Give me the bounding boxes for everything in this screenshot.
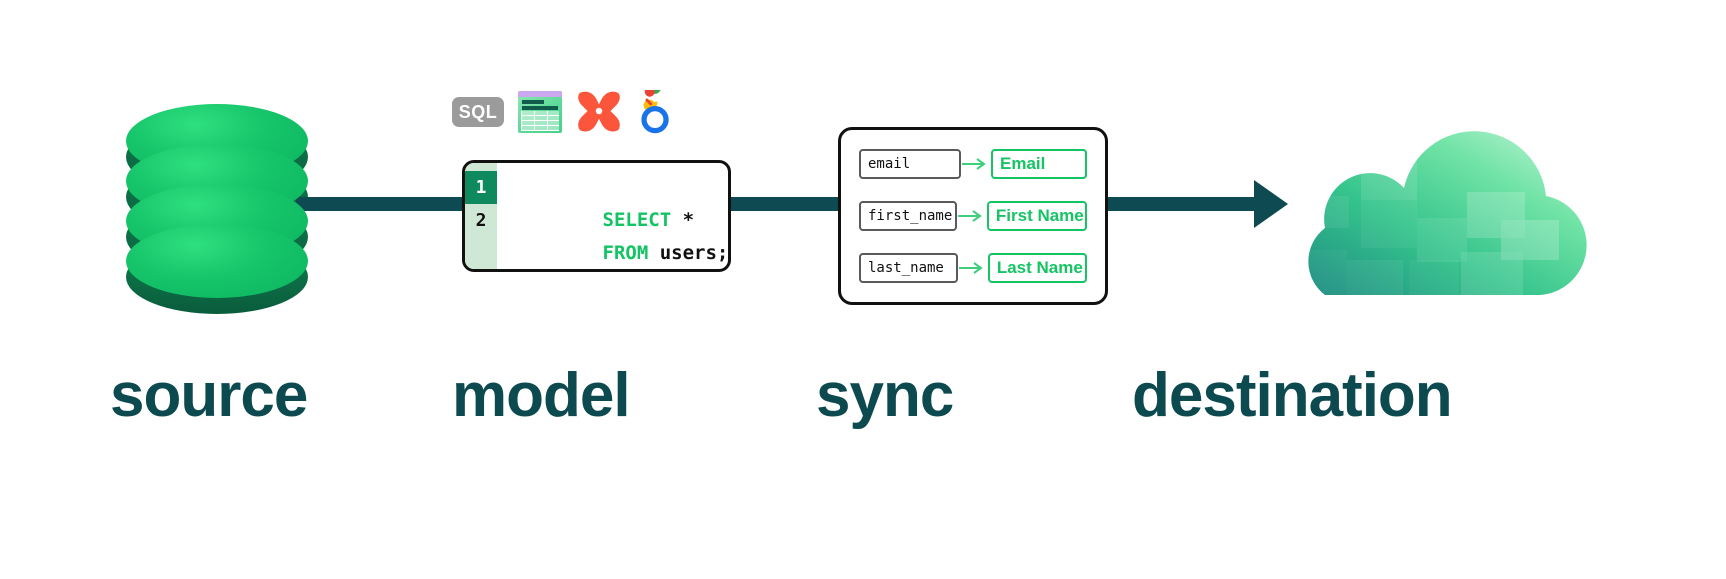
source-field[interactable]: email bbox=[859, 149, 961, 179]
connector-sync-to-destination bbox=[1102, 197, 1260, 211]
source-field[interactable]: last_name bbox=[859, 253, 958, 283]
editor-gutter: 1 2 bbox=[465, 163, 497, 269]
code-line: SELECT * bbox=[511, 171, 728, 231]
sql-icon-label: SQL bbox=[452, 97, 504, 127]
sql-expression: users; bbox=[648, 242, 729, 264]
spreadsheet-icon bbox=[518, 91, 562, 133]
sql-code-editor[interactable]: 1 2 SELECT * FROM users; bbox=[462, 160, 731, 272]
sql-keyword: SELECT bbox=[602, 209, 672, 231]
looker-icon bbox=[636, 90, 676, 134]
line-number: 2 bbox=[475, 210, 487, 231]
mapping-row[interactable]: email Email bbox=[859, 148, 1087, 180]
cloud-icon bbox=[1265, 110, 1605, 300]
connector-source-to-model bbox=[296, 197, 468, 211]
sql-keyword: FROM bbox=[602, 242, 649, 264]
mapping-row[interactable]: last_name Last Name bbox=[859, 252, 1087, 284]
connector-model-to-sync bbox=[726, 197, 844, 211]
sql-expression: * bbox=[671, 209, 695, 231]
database-icon bbox=[126, 104, 308, 314]
map-arrow-icon bbox=[962, 158, 986, 170]
dbt-x-icon bbox=[576, 90, 622, 134]
map-arrow-icon bbox=[957, 210, 982, 222]
stage-label-model: model bbox=[452, 361, 631, 430]
destination-field[interactable]: First Name bbox=[986, 201, 1087, 231]
destination-field[interactable]: Last Name bbox=[987, 253, 1087, 283]
source-field[interactable]: first_name bbox=[859, 201, 957, 231]
editor-content[interactable]: SELECT * FROM users; bbox=[497, 163, 728, 269]
text-caret bbox=[729, 242, 731, 263]
stage-label-sync: sync bbox=[816, 361, 954, 430]
mapping-row[interactable]: first_name First Name bbox=[859, 200, 1087, 232]
arrowhead-icon bbox=[1254, 180, 1288, 228]
stage-label-destination: destination bbox=[1132, 361, 1453, 430]
map-arrow-icon bbox=[958, 262, 983, 274]
field-mapping-panel: email Email first_name First Name last_n… bbox=[838, 127, 1108, 305]
stage-label-source: source bbox=[110, 361, 308, 430]
code-line: FROM users; bbox=[511, 204, 728, 264]
sql-icon: SQL bbox=[452, 97, 504, 127]
model-tool-icons: SQL bbox=[452, 88, 676, 136]
line-number: 1 bbox=[465, 171, 497, 204]
destination-field[interactable]: Email bbox=[991, 149, 1087, 179]
